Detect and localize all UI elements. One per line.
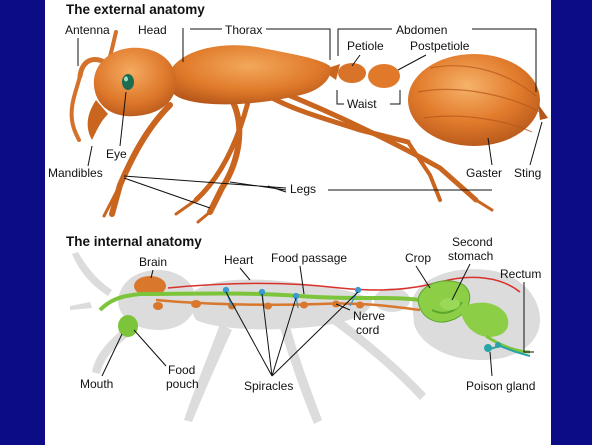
label-poison-gland: Poison gland [466, 379, 535, 393]
label-waist: Waist [347, 97, 377, 111]
label-food-pouch-line1: Food [168, 363, 195, 377]
ant-head [94, 48, 176, 116]
label-gaster: Gaster [466, 166, 502, 180]
ant-sting [538, 104, 548, 120]
label-petiole: Petiole [347, 39, 384, 53]
label-postpetiole: Postpetiole [410, 39, 470, 53]
label-legs: Legs [290, 182, 316, 196]
label-food-passage: Food passage [271, 251, 347, 265]
external-anatomy-section: The external anatomy [48, 2, 548, 222]
label-mouth: Mouth [80, 377, 113, 391]
label-food-pouch-line2: pouch [166, 377, 199, 391]
label-abdomen: Abdomen [396, 23, 447, 37]
label-eye: Eye [106, 147, 127, 161]
label-mandibles: Mandibles [48, 166, 103, 180]
external-anatomy-title: The external anatomy [66, 2, 205, 17]
food-pouch [118, 315, 138, 337]
label-crop: Crop [405, 251, 431, 265]
label-nerve-cord-line1: Nerve [353, 309, 385, 323]
internal-anatomy-title: The internal anatomy [66, 234, 202, 249]
label-nerve-cord-line2: cord [356, 323, 379, 337]
label-rectum: Rectum [500, 267, 541, 281]
ant-postpetiole [368, 64, 400, 88]
label-thorax: Thorax [225, 23, 262, 37]
label-brain: Brain [139, 255, 167, 269]
ant-eye [122, 74, 134, 90]
second-stomach [440, 298, 460, 310]
label-heart: Heart [224, 253, 254, 267]
ant-thorax [168, 45, 331, 104]
label-spiracles: Spiracles [244, 379, 293, 393]
label-sting: Sting [514, 166, 541, 180]
internal-anatomy-section: The internal anatomy [66, 234, 541, 424]
label-head: Head [138, 23, 167, 37]
label-second-stomach-line2: stomach [448, 249, 493, 263]
label-antenna: Antenna [65, 23, 110, 37]
label-second-stomach-line1: Second [452, 235, 493, 249]
